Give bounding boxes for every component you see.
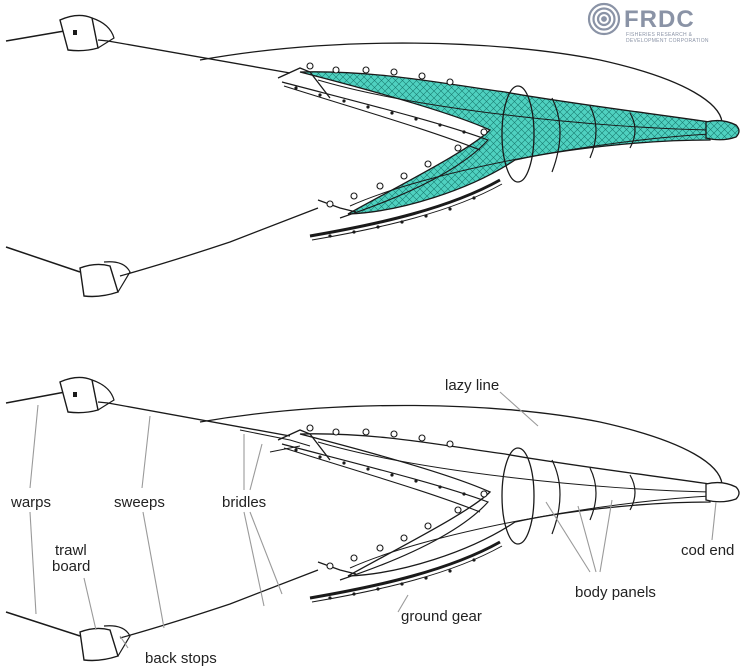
top-trawl-board-lower: [79, 261, 131, 298]
frdc-logo-subtitle-2: DEVELOPMENT CORPORATION: [626, 38, 709, 44]
top-sweep-upper: [97, 39, 291, 74]
top-net-body: [299, 71, 740, 215]
bottom-lazy-line: [199, 404, 723, 485]
label-back-stops: back stops: [145, 650, 217, 667]
bottom-net-body: [299, 433, 740, 577]
label-ground-gear: ground gear: [401, 608, 482, 625]
label-lazy-line: lazy line: [445, 377, 500, 394]
label-sweeps: sweeps: [114, 494, 165, 511]
label-cod-end: cod end: [681, 542, 735, 559]
top-trawl-board-upper: [59, 14, 115, 52]
bottom-sweep-upper: [97, 401, 291, 437]
frdc-logo-icon: [587, 2, 621, 36]
label-body-panels: body panels: [575, 584, 656, 601]
label-trawl-board-line1: trawl: [55, 542, 87, 559]
bottom-trawl-board-lower: [79, 625, 131, 662]
top-warp-lower: [5, 246, 81, 273]
top-sweep-lower: [119, 207, 319, 277]
top-trawl: [5, 14, 740, 298]
bottom-trawl: [5, 376, 740, 662]
label-trawl-board-line2: board: [52, 558, 91, 575]
frdc-logo: [587, 2, 621, 36]
frdc-logo-name: FRDC: [624, 6, 695, 33]
bottom-warp-lower: [5, 611, 81, 637]
top-lazy-line: [199, 42, 723, 123]
label-bridles: bridles: [222, 494, 267, 511]
bottom-trawl-board-upper: [59, 376, 115, 414]
bottom-sweep-lower: [119, 569, 319, 639]
frdc-logo-subtitle-1: FISHERIES RESEARCH &: [626, 32, 693, 38]
label-warps: warps: [11, 494, 52, 511]
leader-lines: [29, 391, 717, 649]
